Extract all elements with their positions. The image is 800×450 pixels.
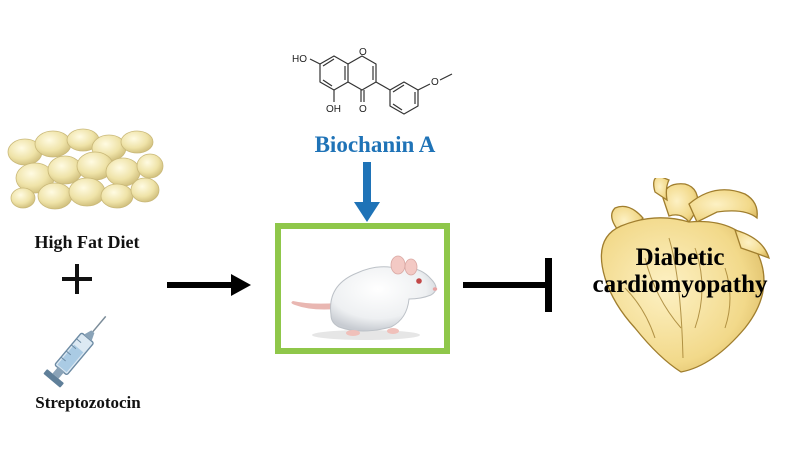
hydroxyl-top-label: HO (292, 54, 307, 65)
arrow-down-icon (354, 162, 380, 222)
hydroxyl-bottom-label: OH (326, 104, 341, 115)
heart-icon (600, 178, 771, 373)
compound-label: Biochanin A (314, 132, 436, 157)
outcome-line-1: Diabetic (635, 244, 725, 271)
biochanin-a-structure: HO OH O O O (292, 47, 453, 115)
rat-model-frame (275, 223, 450, 354)
food-pellets-icon (7, 128, 164, 210)
rat-icon (291, 255, 438, 340)
ring-oxygen-label: O (359, 47, 367, 58)
high-fat-diet-label: High Fat Diet (34, 232, 140, 252)
inhibition-arrow-icon (463, 258, 552, 312)
outcome-label: Diabetic cardiomyopathy (578, 244, 782, 298)
streptozotocin-label: Streptozotocin (35, 393, 141, 412)
outcome-line-2: cardiomyopathy (592, 271, 768, 298)
carbonyl-oxygen-label: O (359, 104, 367, 115)
arrow-right-icon (167, 274, 251, 296)
plus-icon (62, 264, 92, 294)
syringe-icon (43, 315, 107, 388)
methoxy-oxygen-label: O (431, 77, 439, 88)
